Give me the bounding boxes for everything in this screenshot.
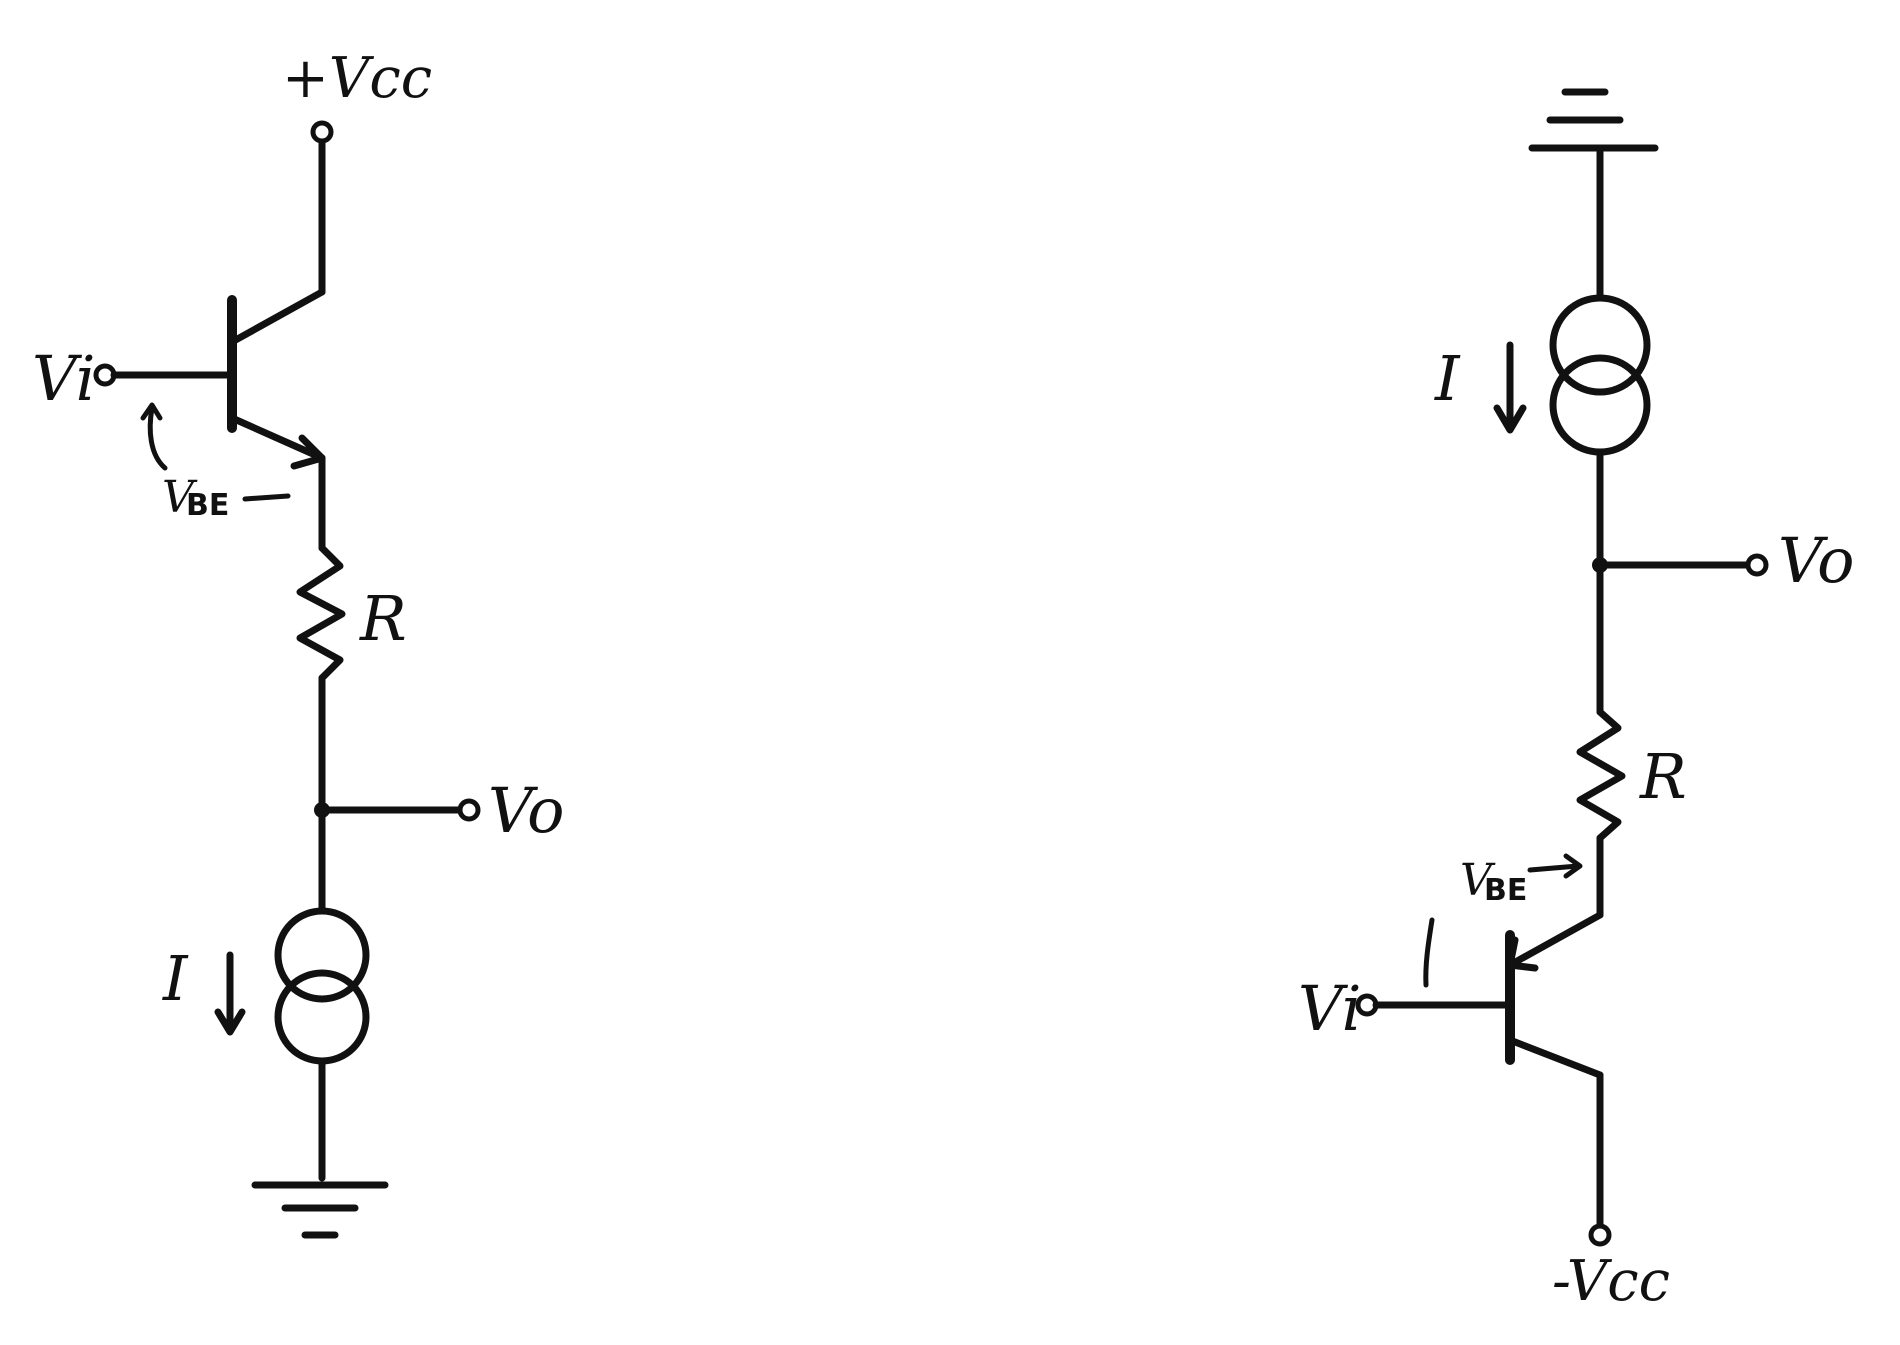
left-vcc-terminal — [310, 120, 334, 144]
left-current-source — [274, 907, 370, 1065]
right-vbe-arrow-icon — [1563, 853, 1583, 879]
left-vbe-pointer — [147, 405, 168, 471]
left-current-arrow-icon — [214, 1008, 246, 1036]
left-vbe-arrow-icon — [140, 402, 163, 421]
left-ground-icon — [251, 1181, 389, 1239]
left-output-label: Vo — [488, 774, 564, 847]
left-vbe-label: V — [162, 472, 198, 523]
left-current-label: I — [162, 942, 189, 1015]
left-vcc-label: +Vcc — [282, 46, 432, 111]
right-current-arrow-icon — [1493, 404, 1527, 434]
right-current-label: I — [1434, 342, 1461, 415]
left-collector-lead — [228, 288, 326, 346]
left-vbe-dash — [242, 493, 291, 502]
left-input-label: Vi — [32, 342, 96, 415]
right-input-label: Vi — [1298, 972, 1362, 1045]
left-circuit: +Vcc Vi V BE R Vo — [32, 46, 564, 1239]
right-output-label: Vo — [1778, 524, 1854, 597]
right-emitter-arrow-icon — [1506, 936, 1539, 972]
right-output-terminal — [1745, 553, 1769, 577]
right-vbe-label: V — [1460, 855, 1496, 906]
right-emitter-lead — [1506, 911, 1604, 969]
right-resistor-label: R — [1639, 740, 1687, 813]
left-resistor-label: R — [359, 582, 407, 655]
left-resistor — [296, 544, 346, 682]
left-vbe-subscript: BE — [186, 488, 229, 523]
right-current-source — [1549, 294, 1651, 456]
left-output-terminal — [457, 798, 481, 822]
right-circuit: I Vo R -Vcc Vi V BE — [1298, 88, 1854, 1314]
right-collector-lead — [1506, 1036, 1604, 1079]
left-npn-transistor — [227, 288, 326, 470]
right-vcc-label: -Vcc — [1552, 1249, 1670, 1314]
right-resistor — [1576, 708, 1626, 842]
left-emitter-lead — [228, 414, 326, 462]
right-pnp-transistor — [1505, 911, 1604, 1079]
right-vbe-pointer — [1527, 863, 1581, 873]
right-vbe-bracket — [1423, 917, 1435, 988]
right-vbe-subscript: BE — [1484, 873, 1527, 908]
right-vcc-terminal — [1588, 1223, 1612, 1247]
right-ground-icon — [1528, 88, 1659, 152]
